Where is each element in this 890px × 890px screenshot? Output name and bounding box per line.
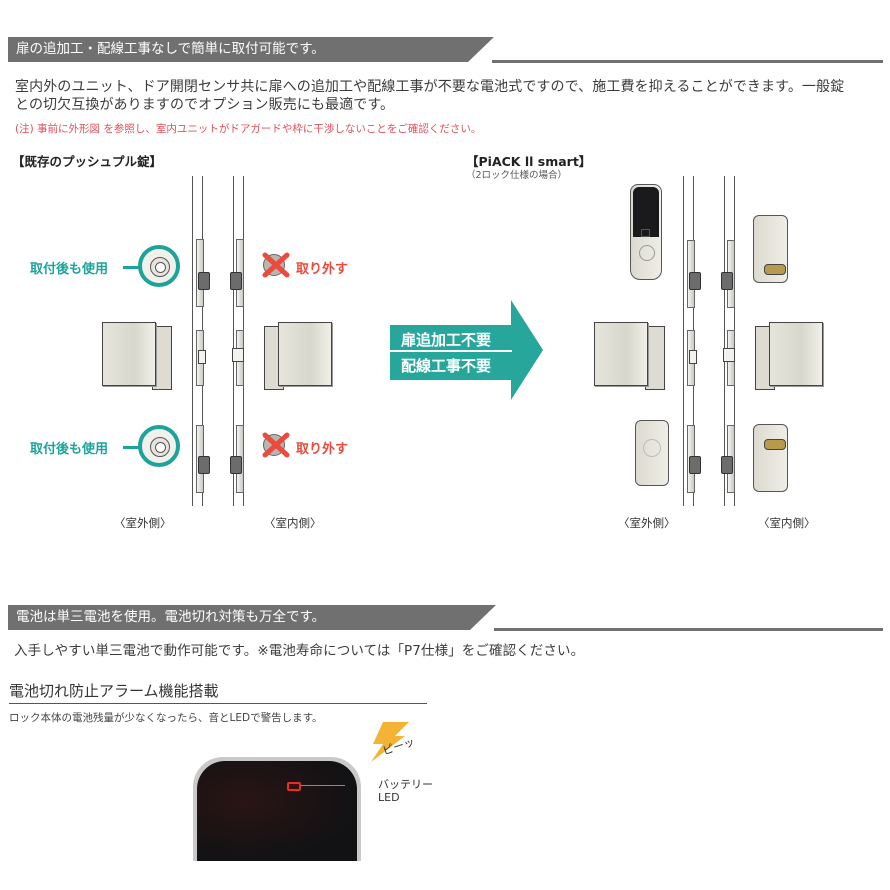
smart-lock-outdoor-unit-bottom xyxy=(635,420,669,486)
section2-body-text: 入手しやすい単三電池で動作可能です。※電池寿命については「P7仕様」をご確認くだ… xyxy=(14,643,585,659)
keypad-screen xyxy=(633,187,659,237)
battery-led-indicator xyxy=(287,782,301,791)
door-edge xyxy=(192,176,193,506)
push-pull-handle-inside xyxy=(278,322,332,386)
header-rule xyxy=(494,628,883,631)
section2-header: 電池は単三電池を使用。電池切れ対策も万全です。 xyxy=(8,605,883,631)
latch-bolt xyxy=(198,350,206,364)
arrow-text-line1: 扉追加工不要 xyxy=(401,331,492,349)
deadbolt-latch xyxy=(689,456,701,474)
alarm-subtext: ロック本体の電池残量が少なくなったら、音とLEDで警告します。 xyxy=(9,712,323,724)
latch-bolt xyxy=(723,348,735,362)
lightning-bolt-icon xyxy=(371,722,409,762)
leader-line xyxy=(123,446,143,449)
outside-label: 〈室外側〉 xyxy=(114,516,172,530)
battery-led-label-line2: LED xyxy=(378,791,400,804)
smart-lock-outdoor-unit xyxy=(630,184,662,280)
thumb-turn-icon xyxy=(764,264,786,275)
inside-label: 〈室内側〉 xyxy=(758,516,816,530)
arrow-text-line2: 配線工事不要 xyxy=(401,357,492,375)
header-slant xyxy=(468,37,494,62)
latch-bolt xyxy=(232,348,244,362)
push-pull-handle-base xyxy=(645,326,665,390)
section2-header-title: 電池は単三電池を使用。電池切れ対策も万全です。 xyxy=(8,605,470,630)
header-slant xyxy=(470,605,496,630)
battery-led-label: バッテリー LED xyxy=(378,778,433,804)
push-pull-handle-outside xyxy=(594,322,648,386)
key-cylinder-icon xyxy=(639,245,655,261)
cylinder-icon xyxy=(138,245,180,287)
smart-lock-indoor-unit-bottom xyxy=(753,424,788,492)
push-pull-handle-outside xyxy=(102,322,156,386)
section1-header-title: 扉の追加工・配線工事なしで簡単に取付可能です。 xyxy=(8,37,468,62)
deadbolt-latch xyxy=(689,272,701,290)
deadbolt-latch xyxy=(198,272,210,290)
remove-label-bottom: 取り外す xyxy=(296,442,349,457)
new-product-subtitle: （2ロック仕様の場合） xyxy=(466,170,568,181)
section1-note: (注) 事前に外形図 を参照し、室内ユニットがドアガードや枠に干渉しないことをご… xyxy=(15,123,482,135)
deadbolt-latch xyxy=(721,456,733,474)
push-pull-handle-inside xyxy=(769,322,823,386)
section2-body: 入手しやすい単三電池で動作可能です。※電池寿命については「P7仕様」をご確認くだ… xyxy=(14,642,584,661)
battery-led-label-line1: バッテリー xyxy=(378,778,433,791)
deadbolt-latch xyxy=(230,456,242,474)
door-edge xyxy=(233,176,234,506)
deadbolt-latch xyxy=(230,272,242,290)
card-reader-icon xyxy=(641,229,650,237)
latch-bolt xyxy=(689,350,697,364)
door-edge xyxy=(724,176,725,506)
thumb-turn-icon xyxy=(764,439,786,450)
existing-lock-title: 【既存のプッシュプル錠】 xyxy=(12,154,163,169)
door-edge xyxy=(683,176,684,506)
remove-x-icon xyxy=(262,432,290,458)
inside-label: 〈室内側〉 xyxy=(264,516,322,530)
new-product-title: 【PiACK ll smart】 xyxy=(466,154,592,169)
alarm-subheading: 電池切れ防止アラーム機能搭載 xyxy=(9,682,219,700)
smart-lock-indoor-unit-top xyxy=(753,215,788,283)
led-leader-line xyxy=(301,785,345,786)
key-cylinder-icon xyxy=(643,439,661,457)
header-rule xyxy=(492,60,883,63)
keep-label-bottom: 取付後も使用 xyxy=(30,442,109,457)
outside-label: 〈室外側〉 xyxy=(618,516,676,530)
leader-line xyxy=(123,266,143,269)
lock-device-illustration xyxy=(193,757,361,861)
section1-header: 扉の追加工・配線工事なしで簡単に取付可能です。 xyxy=(8,37,883,63)
subheading-rule xyxy=(9,703,427,704)
cylinder-icon xyxy=(138,425,180,467)
keep-label-top: 取付後も使用 xyxy=(30,262,109,277)
deadbolt-latch xyxy=(721,272,733,290)
deadbolt-latch xyxy=(198,456,210,474)
section1-body-line1: 室内外のユニット、ドア開閉センサ共に扉への追加工や配線工事が不要な電池式ですので… xyxy=(15,79,845,95)
remove-x-icon xyxy=(262,252,290,278)
remove-label-top: 取り外す xyxy=(296,262,349,277)
section1-body-line2: との切欠互換がありますのでオプション販売にも最適です。 xyxy=(15,97,395,113)
